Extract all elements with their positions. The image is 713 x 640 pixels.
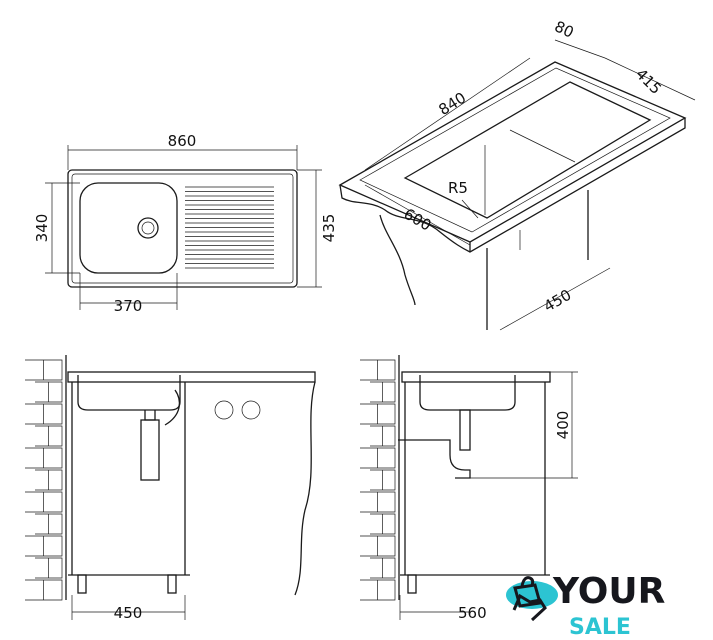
- brick-row: [25, 359, 63, 381]
- brick-row: [360, 447, 396, 469]
- hand-icon: [512, 593, 547, 622]
- side-view: 400 560: [360, 355, 578, 622]
- basin-outline: [79, 182, 178, 274]
- brick-row: [25, 403, 63, 425]
- drain-pipe: [140, 419, 160, 481]
- brick-row: [360, 535, 396, 557]
- brick-row: [25, 491, 63, 513]
- front-view: 450: [25, 355, 316, 622]
- brick-row: [370, 469, 396, 491]
- yoursale-logo: YOUR SALE: [506, 571, 665, 640]
- brick-row: [35, 469, 63, 491]
- brick-wall: [360, 355, 400, 601]
- brick-row: [370, 513, 396, 535]
- siphon-trap: [398, 439, 471, 479]
- dim-340: 340: [33, 214, 51, 243]
- logo-sale: SALE: [569, 615, 631, 640]
- dim-435: 435: [320, 214, 338, 243]
- brick-row: [360, 403, 396, 425]
- dim-600: 600: [401, 205, 435, 235]
- radius-label: R5: [448, 179, 468, 197]
- brick-row: [35, 425, 63, 447]
- iso-bowl: [403, 81, 652, 219]
- brick-row: [360, 359, 396, 381]
- dim-560: 560: [458, 604, 487, 622]
- drainer-grooves: [185, 186, 274, 269]
- logo-your: YOUR: [552, 571, 665, 612]
- dim-450-iso: 450: [541, 286, 575, 316]
- brick-row: [25, 535, 63, 557]
- dim-370: 370: [114, 297, 143, 315]
- dim-400: 400: [554, 411, 572, 440]
- brick-wall: [25, 355, 67, 601]
- drain-hole: [137, 217, 159, 239]
- plan-view: 860 340 435 370: [33, 132, 338, 315]
- dim-450-front: 450: [114, 604, 143, 622]
- dim-860: 860: [168, 132, 197, 150]
- brick-row: [360, 491, 396, 513]
- dim-415: 415: [632, 65, 665, 98]
- brick-row: [25, 447, 63, 469]
- brick-row: [360, 579, 396, 601]
- brick-row: [370, 425, 396, 447]
- countertop: [67, 371, 316, 383]
- brick-row: [370, 557, 396, 579]
- brick-row: [370, 381, 396, 403]
- isometric-view: 840 80 415 R5 600 450: [338, 17, 696, 331]
- brick-row: [35, 513, 63, 535]
- dim-80: 80: [552, 17, 577, 41]
- brick-row: [35, 381, 63, 403]
- brick-row: [35, 557, 63, 579]
- brick-row: [25, 579, 63, 601]
